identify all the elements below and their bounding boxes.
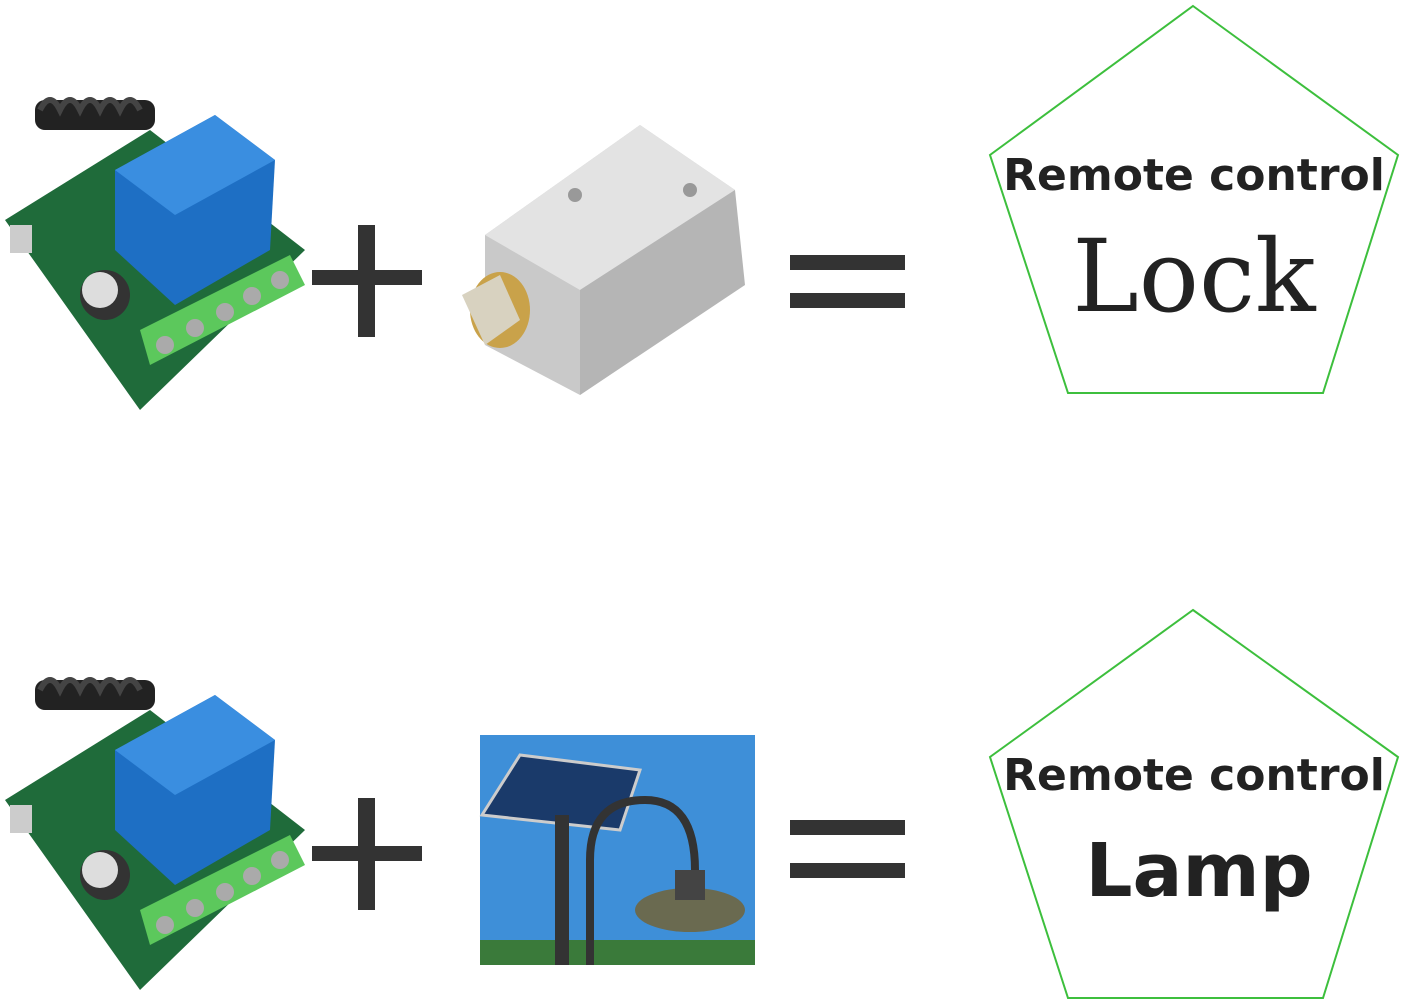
result-line2-row1: Lock xyxy=(1072,218,1316,335)
pentagon-frame-1 xyxy=(988,4,1400,394)
result-line1-row2: Remote control xyxy=(1003,750,1385,801)
solar-lamp-image xyxy=(479,735,755,965)
electric-lock-image xyxy=(462,125,745,395)
plus-sign-2 xyxy=(312,798,422,910)
relay-module-image-1 xyxy=(5,100,305,410)
equals-sign-1 xyxy=(790,255,905,308)
plus-sign-1 xyxy=(312,225,422,337)
relay-module-image-2 xyxy=(5,680,305,990)
result-line2-row2: Lamp xyxy=(1085,828,1313,914)
result-line1-row1: Remote control xyxy=(1003,150,1385,201)
pentagon-frame-2 xyxy=(988,608,1400,999)
equals-sign-2 xyxy=(790,820,905,878)
